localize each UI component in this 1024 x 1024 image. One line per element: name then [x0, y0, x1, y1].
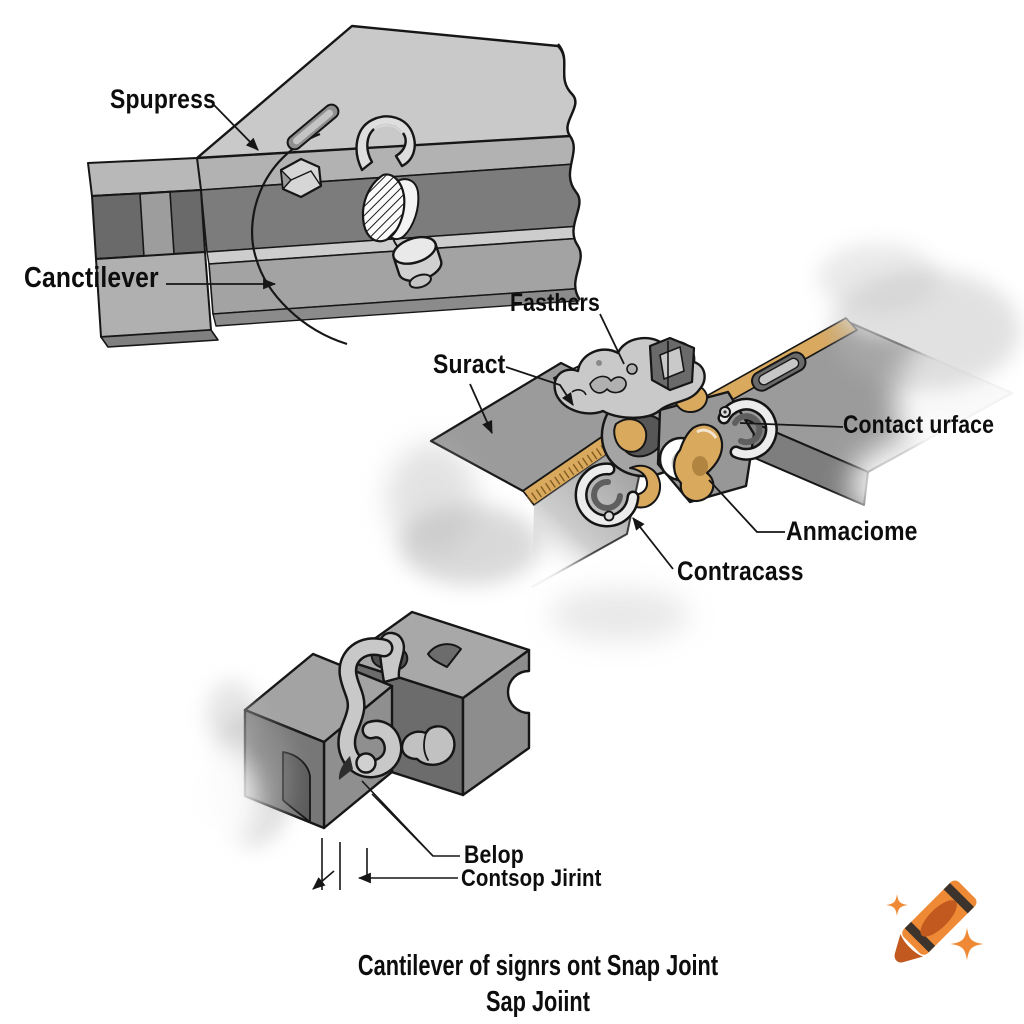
clip-knob [355, 752, 377, 774]
contact-urface-leader [739, 422, 844, 428]
watercolor-smudges [350, 243, 1024, 655]
clip-lobe [400, 725, 456, 766]
contracass-leader [632, 517, 674, 570]
beam-end-web [139, 191, 175, 258]
clip-hook-tip [338, 756, 353, 780]
suract-leader-2 [469, 383, 493, 434]
left-snap-hook [574, 462, 640, 528]
label-contact-urface: Contact urface [843, 411, 995, 439]
hex-clip [279, 157, 323, 199]
label-belop: Belop [464, 841, 524, 869]
hook-clip [355, 115, 416, 172]
sparkle-icon [950, 927, 984, 961]
ibeam-cantilever-diagram [87, 24, 650, 348]
label-fasthers: Fasthers [510, 289, 600, 317]
caption-line-2: Sap Joiint [486, 986, 590, 1018]
label-contracass: Contracass [677, 556, 804, 586]
crayon-icon [886, 880, 984, 963]
dark-slot-bracket [648, 336, 696, 392]
anmaciome-leader [708, 479, 785, 533]
gold-left-band [613, 418, 648, 453]
belop-leader [361, 780, 460, 857]
label-contsop-jirint: Contsop Jirint [461, 865, 602, 892]
block-snap-joint-diagram [158, 610, 531, 890]
right-snap-hook [717, 397, 778, 461]
dimension-lines [312, 780, 460, 890]
label-spupress: Spupress [110, 84, 216, 114]
beam-top-face [195, 24, 577, 160]
sparkle-icon [886, 894, 908, 916]
label-suract: Suract [433, 349, 506, 379]
fasthers-leader [599, 313, 625, 365]
beam-cut-wave-edge [557, 43, 582, 301]
caption-line-1: Cantilever of signrs ont Snap Joint [357, 950, 719, 982]
snap-button [392, 235, 443, 289]
s-snap-clip [337, 637, 456, 780]
right-beam-slot [751, 351, 807, 392]
snap-joint-diagram [350, 243, 1024, 655]
label-anmaciome: Anmaciome [786, 516, 918, 546]
tick-arrow [312, 870, 335, 890]
section-arc-line [250, 132, 348, 346]
suract-leader-1 [505, 366, 574, 406]
spupress-leader-arrow [212, 103, 259, 151]
beam-top-slot [286, 103, 340, 151]
label-canctilever: Canctilever [24, 262, 159, 294]
snap-section-hatched-lobe [361, 173, 406, 243]
beam-end-bottom-sliver [100, 329, 219, 348]
right-block-edge-notch [427, 643, 462, 668]
